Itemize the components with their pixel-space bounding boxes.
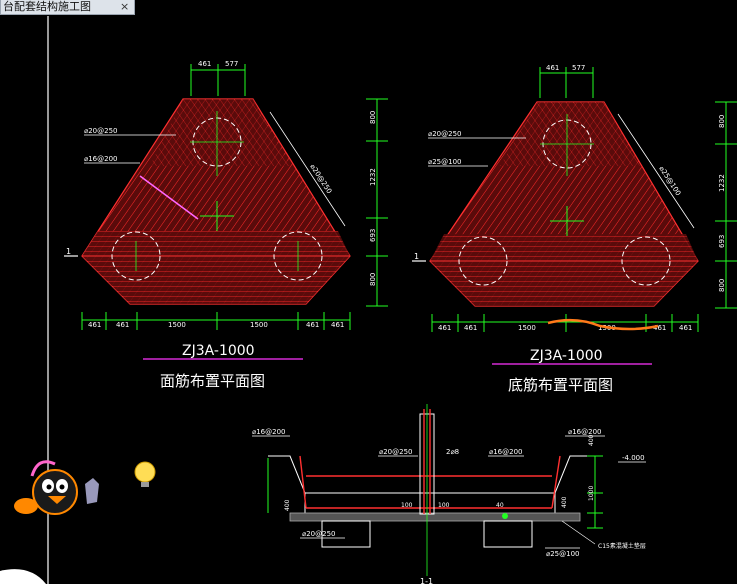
plan-top: 461 577 800 1232 693 800 461 461 1500 15… (64, 60, 388, 390)
hatch-horizontal (82, 231, 350, 304)
section-title: 1-1 (420, 577, 433, 584)
dim-label: 577 (572, 64, 585, 72)
tab-label: 台配套结构施工图 (3, 0, 91, 13)
dim-label: 1500 (518, 324, 536, 332)
dim-label: 1232 (718, 174, 726, 192)
pile-circle (273, 231, 323, 281)
dim-label: 461 (88, 321, 101, 329)
rebar-label: ⌀20@250 (428, 130, 461, 138)
dim-label: 100 (438, 502, 450, 509)
rebar-label: ⌀20@250 (308, 163, 333, 195)
dim-label: 461 (331, 321, 344, 329)
cad-canvas[interactable]: 461 577 800 1232 693 800 461 461 1500 15… (0, 16, 737, 584)
plan-bottom: 461 577 800 1232 693 800 461 461 1500 15… (412, 64, 737, 394)
plan-title: 底筋布置平面图 (508, 376, 613, 394)
rebar-label: ⌀25@100 (546, 550, 579, 558)
pile-circle (458, 236, 508, 286)
close-icon[interactable]: × (120, 0, 130, 13)
hatch-overlay (150, 99, 290, 166)
grip-point[interactable] (502, 513, 508, 519)
rebar-label: ⌀16@200 (84, 155, 117, 163)
highlight-stroke (547, 318, 659, 331)
section-mark: 1 (66, 247, 71, 256)
dim-label: 800 (718, 279, 726, 292)
rebar-label: ⌀16@200 (489, 448, 522, 456)
mascot-overlay[interactable] (0, 460, 156, 584)
dim-label: 1500 (250, 321, 268, 329)
dim-label: 800 (718, 115, 726, 128)
tab-drawing[interactable]: 台配套结构施工图 × (0, 0, 135, 15)
dim-label: 461 (679, 324, 692, 332)
elevation-label: -4.000 (622, 454, 645, 462)
dim-label: 693 (369, 229, 377, 242)
section-1-1: 400 1000 400 400 ⌀16@200 ⌀16@200 ⌀20@250… (252, 404, 646, 584)
rebar-label: ⌀16@200 (252, 428, 285, 436)
plan-code: ZJ3A-1000 (530, 348, 603, 364)
pile-circle (111, 231, 161, 281)
dim-label: 1500 (168, 321, 186, 329)
dim-label: 693 (718, 235, 726, 248)
rebar-label: ⌀16@200 (568, 428, 601, 436)
rebar-label: ⌀20@250 (379, 448, 412, 456)
rebar-label: ⌀20@250 (302, 530, 335, 538)
dim-label: 400 (588, 434, 595, 446)
dim-label: 400 (284, 499, 291, 511)
dim-label: 461 (464, 324, 477, 332)
dim-label: 461 (116, 321, 129, 329)
dim-label: 577 (225, 60, 238, 68)
dim-label: 461 (653, 324, 666, 332)
section-mark: 1 (414, 252, 419, 261)
rebar-label: 2⌀8 (446, 448, 459, 456)
pile-circle (621, 236, 671, 286)
pile (321, 520, 371, 548)
rebar-label: ⌀25@100 (428, 158, 461, 166)
dim-label: 461 (438, 324, 451, 332)
note-label: C15素混凝土垫层 (598, 542, 646, 550)
dim-label: 1232 (369, 168, 377, 186)
rebar-label: ⌀20@250 (84, 127, 117, 135)
plan-code: ZJ3A-1000 (182, 343, 255, 359)
dim-label: 800 (369, 273, 377, 286)
pile (483, 520, 533, 548)
dim-label: 400 (561, 496, 568, 508)
dim-label: 461 (306, 321, 319, 329)
cushion-layer (289, 512, 581, 522)
dim-label: 1000 (588, 486, 595, 501)
dim-label: 461 (198, 60, 211, 68)
tab-bar: 台配套结构施工图 × (0, 0, 737, 16)
dim-label: 100 (401, 502, 413, 509)
dim-label: 461 (546, 64, 559, 72)
dim-label: 40 (496, 502, 504, 509)
dim-label: 800 (369, 111, 377, 124)
plan-title: 面筋布置平面图 (160, 372, 265, 390)
